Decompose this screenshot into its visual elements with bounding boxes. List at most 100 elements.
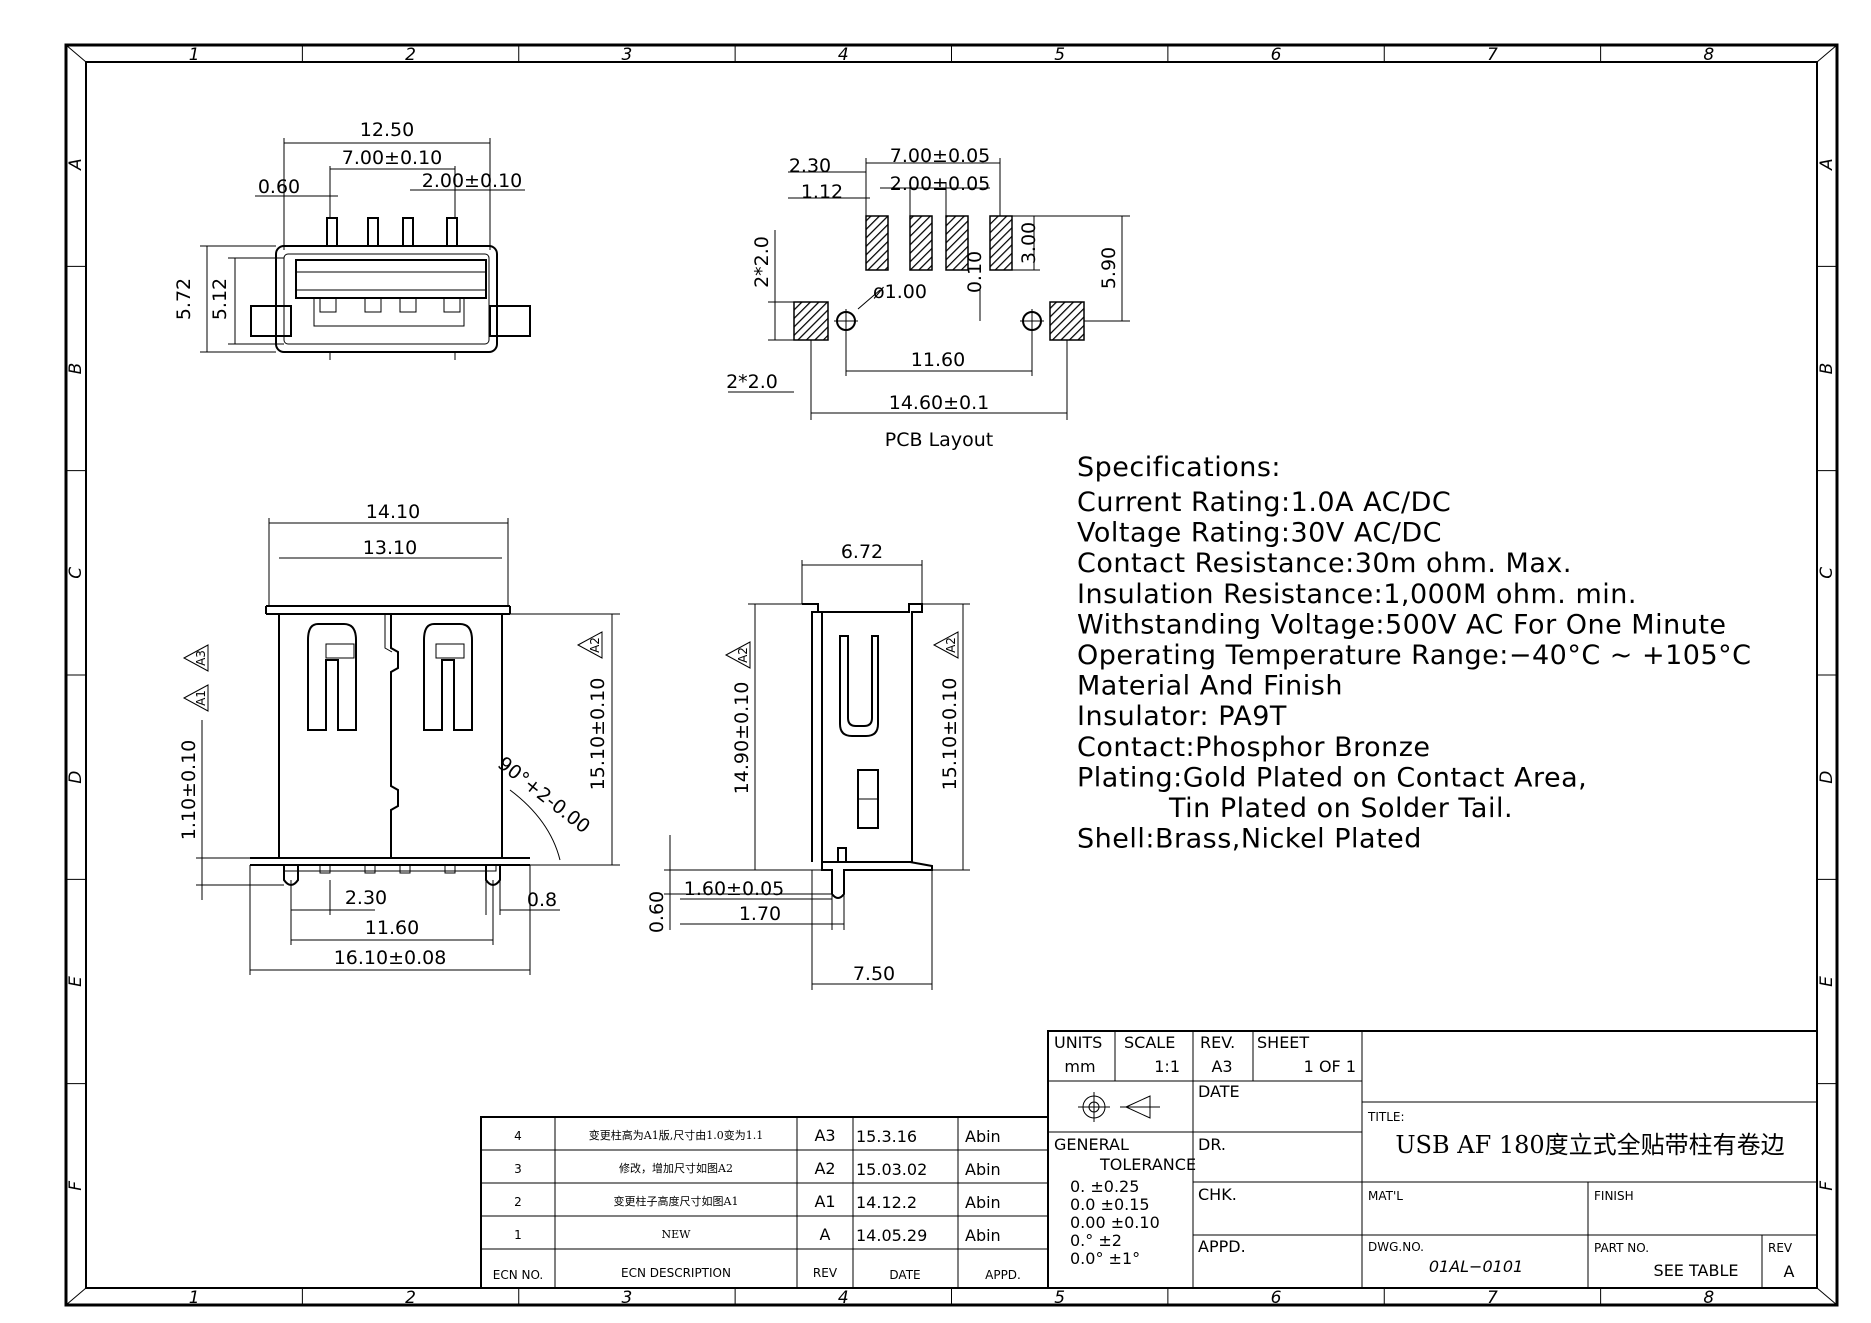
dim-top-width: 12.50 <box>360 119 414 141</box>
row-label-right: A <box>1817 158 1837 171</box>
ecn-no: 4 <box>514 1129 522 1143</box>
ecn-rev: A2 <box>814 1159 835 1178</box>
main-dim-post-offset: 2.30 <box>345 887 387 909</box>
row-label-left: D <box>66 771 86 784</box>
column-label-bottom: 1 <box>189 1288 200 1308</box>
rev-flag-a2-side-right: A2 <box>932 631 959 659</box>
main-dim-tab-width: 16.10±0.08 <box>334 947 447 969</box>
ecn-description: 变更柱子高度尺寸如图A1 <box>614 1194 739 1208</box>
pcb-layout-view: 2.30 7.00±0.05 1.12 2.00±0.05 2*2.0 ø1.0… <box>726 145 1130 451</box>
spec-line: Current Rating:1.0A AC/DC <box>1077 487 1451 518</box>
main-dim-post-height: 1.10±0.10 <box>178 740 200 841</box>
chk-label: CHK. <box>1198 1185 1237 1204</box>
appd-label: APPD. <box>1198 1237 1246 1256</box>
pcb-dim-total-height: 5.90 <box>1098 247 1120 289</box>
ecn-description: NEW <box>662 1228 692 1241</box>
column-label-top: 4 <box>838 45 849 65</box>
pcb-dim-pad-length: 3.00 <box>1018 222 1040 264</box>
tolerance-line: 0. ±0.25 <box>1070 1177 1139 1196</box>
scale-label: SCALE <box>1124 1033 1175 1052</box>
rev-value: A3 <box>1211 1057 1232 1076</box>
ecn-header-appd: APPD. <box>985 1268 1021 1282</box>
side-dim-height-left: 14.90±0.10 <box>731 682 753 795</box>
column-label-bottom: 7 <box>1487 1288 1498 1308</box>
tolerance-label: TOLERANCE <box>1099 1155 1196 1174</box>
column-label-top: 8 <box>1703 45 1714 65</box>
column-label-top: 7 <box>1487 45 1498 65</box>
spec-line: Voltage Rating:30V AC/DC <box>1077 518 1442 549</box>
rev-flag-a1: A1 <box>182 684 209 712</box>
ecn-appd: Abin <box>965 1160 1001 1179</box>
side-dim-pin-2: 1.70 <box>739 903 781 925</box>
spec-line: Operating Temperature Range:−40°C ~ +105… <box>1077 640 1751 671</box>
ecn-appd: Abin <box>965 1226 1001 1245</box>
ecn-header-no: ECN NO. <box>493 1268 544 1282</box>
rev-label: REV. <box>1200 1033 1235 1052</box>
main-dim-post-span: 11.60 <box>365 917 419 939</box>
rev2-value: A <box>1784 1262 1795 1281</box>
projection-symbol-icon <box>1078 1092 1160 1122</box>
ecn-date: 14.05.29 <box>856 1226 927 1245</box>
dwg-label: DWG.NO. <box>1368 1240 1424 1254</box>
sheet-value: 1 OF 1 <box>1304 1057 1356 1076</box>
rev-flag-a2-main: A2 <box>576 631 603 659</box>
main-dim-angle: 90°+2-0.00 <box>493 752 594 838</box>
column-label-bottom: 5 <box>1054 1288 1065 1308</box>
matl-label: MAT'L <box>1368 1189 1403 1203</box>
front-view: 12.50 7.00±0.10 2.00±0.10 0.60 5.72 5.12 <box>173 119 531 360</box>
side-dim-width: 6.72 <box>841 541 883 563</box>
pcb-dim-tab-h: 2*2.0 <box>726 371 778 393</box>
rev-flag-a3: A3 <box>182 644 209 672</box>
tolerance-line: 0.° ±2 <box>1070 1231 1122 1250</box>
drawing-title: USB AF 180度立式全贴带柱有卷边 <box>1395 1131 1784 1159</box>
main-view: 14.10 13.10 15.10±0.10 1.10±0.10 90°+2-0… <box>178 501 620 975</box>
svg-text:A2: A2 <box>588 637 602 653</box>
part-number: SEE TABLE <box>1654 1261 1739 1280</box>
svg-text:A2: A2 <box>944 637 958 653</box>
row-label-left: A <box>66 158 86 171</box>
row-label-left: C <box>66 567 86 579</box>
column-label-top: 1 <box>189 45 200 65</box>
ecn-description: 变更柱高为A1版,尺寸由1.0变为1.1 <box>589 1128 763 1142</box>
column-label-bottom: 4 <box>838 1288 849 1308</box>
spec-line: Insulation Resistance:1,000M ohm. min. <box>1077 579 1637 610</box>
side-view: 6.72 14.90±0.10 15.10±0.10 0.60 1.60±0.0… <box>646 541 970 990</box>
general-label: GENERAL <box>1054 1135 1129 1154</box>
ecn-no: 3 <box>514 1162 522 1176</box>
ecn-header-desc: ECN DESCRIPTION <box>621 1266 731 1280</box>
row-label-right: F <box>1817 1181 1837 1191</box>
dwg-number: 01AL−0101 <box>1429 1257 1523 1276</box>
tolerance-line: 0.0° ±1° <box>1070 1249 1140 1268</box>
row-label-right: E <box>1817 976 1837 987</box>
dim-pin-pitch: 2.00±0.10 <box>422 170 523 192</box>
row-label-right: B <box>1817 363 1837 375</box>
specifications: Specifications: Current Rating:1.0A AC/D… <box>1077 452 1751 855</box>
main-dim-post-width: 0.8 <box>527 889 557 911</box>
side-dim-height-right: 15.10±0.10 <box>939 678 961 791</box>
pcb-dim-offset: 2.30 <box>789 155 831 177</box>
ecn-no: 1 <box>514 1228 522 1242</box>
pcb-dim-pad-pitch: 2.00±0.05 <box>890 173 991 195</box>
row-label-right: D <box>1817 771 1837 784</box>
main-dim-outer-width: 14.10 <box>366 501 420 523</box>
row-label-left: E <box>66 976 86 987</box>
main-dim-height: 15.10±0.10 <box>587 678 609 791</box>
ecn-no: 2 <box>514 1195 522 1209</box>
pcb-dim-hole: ø1.00 <box>873 281 927 303</box>
side-dim-base: 7.50 <box>853 963 895 985</box>
ecn-rev: A3 <box>814 1126 835 1145</box>
ecn-date: 14.12.2 <box>856 1193 917 1212</box>
dim-inner-height: 5.12 <box>209 278 231 320</box>
spec-line: Tin Plated on Solder Tail. <box>1168 793 1513 824</box>
ecn-rev: A <box>820 1225 831 1244</box>
svg-text:A3: A3 <box>194 650 208 666</box>
dim-outer-height: 5.72 <box>173 278 195 320</box>
spec-line: Insulator: PA9T <box>1077 701 1287 732</box>
units-value: mm <box>1064 1057 1095 1076</box>
side-dim-pin-1: 1.60±0.05 <box>684 878 785 900</box>
svg-text:A2: A2 <box>736 647 750 663</box>
ecn-date: 15.3.16 <box>856 1127 917 1146</box>
